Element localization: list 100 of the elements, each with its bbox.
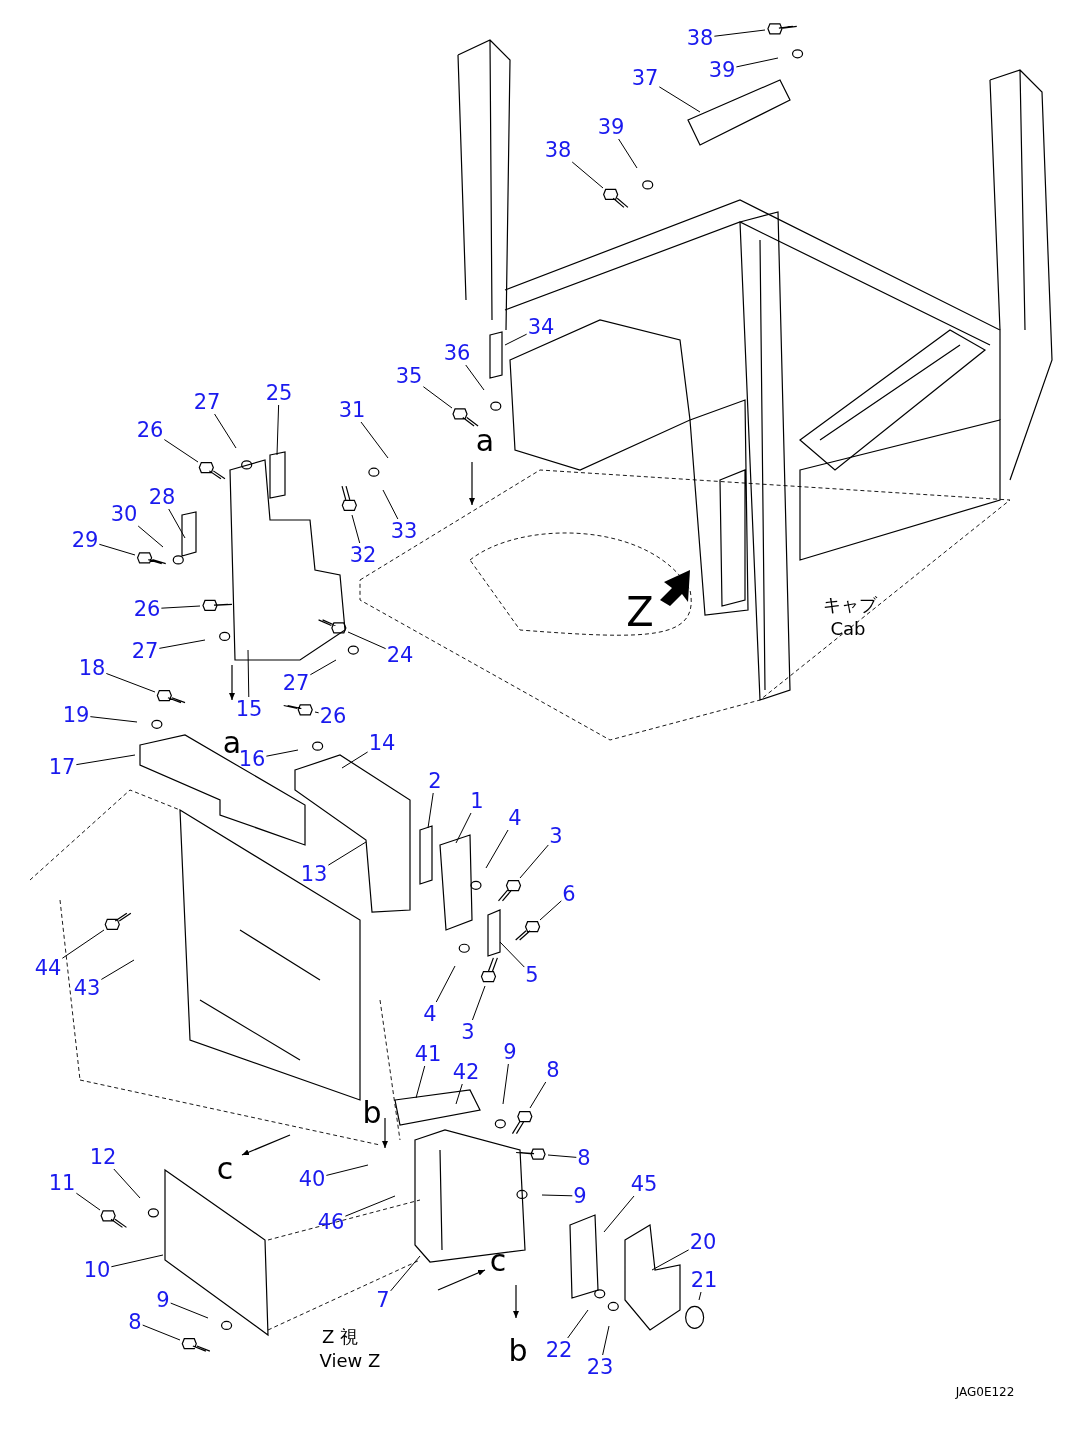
callout-number: 3 xyxy=(461,1021,475,1043)
leader-line xyxy=(75,1192,101,1211)
leader-line xyxy=(567,1309,589,1339)
cab-label: Cab xyxy=(830,617,866,639)
leader-line xyxy=(158,639,206,649)
callout-number: 9 xyxy=(156,1289,170,1311)
leader-line xyxy=(658,86,701,113)
callout-number: 44 xyxy=(34,957,62,979)
leader-line xyxy=(314,711,320,714)
callout-number: 26 xyxy=(133,598,161,620)
callout-number: 4 xyxy=(508,807,522,829)
callout-number: 29 xyxy=(71,529,99,551)
view-letter: b xyxy=(362,1094,382,1130)
callout-number: 28 xyxy=(148,486,176,508)
callout-number: 8 xyxy=(128,1311,142,1333)
leader-line xyxy=(415,1065,426,1099)
callout-number: 33 xyxy=(390,520,418,542)
callout-number: 39 xyxy=(597,116,625,138)
leader-line xyxy=(502,1063,509,1105)
callout-number: 23 xyxy=(586,1356,614,1378)
callout-number: 37 xyxy=(631,67,659,89)
leader-line xyxy=(105,672,156,693)
view-letter: Z xyxy=(626,589,654,635)
leader-line xyxy=(422,386,453,409)
callout-number: 10 xyxy=(83,1259,111,1281)
callout-number: 19 xyxy=(62,704,90,726)
callout-number: 14 xyxy=(368,732,396,754)
callout-number: 13 xyxy=(300,863,328,885)
callout-number: 31 xyxy=(338,399,366,421)
view-letter: c xyxy=(489,1242,507,1278)
leader-line xyxy=(427,792,434,829)
leader-line xyxy=(529,1081,547,1109)
leader-line xyxy=(214,413,237,449)
leader-line xyxy=(547,1154,577,1158)
leader-line xyxy=(309,659,337,676)
leader-line xyxy=(713,29,766,37)
leader-line xyxy=(160,605,201,609)
leader-line xyxy=(344,1195,396,1217)
leader-line xyxy=(539,900,562,921)
callout-number: 1 xyxy=(470,790,484,812)
leader-line xyxy=(390,1255,421,1292)
callout-number: 25 xyxy=(265,382,293,404)
leader-line xyxy=(519,844,549,879)
cab-label: キャブ xyxy=(823,593,877,617)
leader-line xyxy=(602,1325,610,1356)
callout-number: 41 xyxy=(414,1043,442,1065)
leader-line xyxy=(137,525,164,548)
leader-line xyxy=(735,57,779,68)
callout-number: 27 xyxy=(131,640,159,662)
callout-number: 34 xyxy=(527,316,555,338)
callout-number: 26 xyxy=(319,705,347,727)
leader-line xyxy=(168,508,186,539)
callout-number: 6 xyxy=(562,883,576,905)
callout-number: 17 xyxy=(48,756,76,778)
callout-number: 38 xyxy=(544,139,572,161)
leader-line xyxy=(382,489,399,520)
leader-line xyxy=(618,138,638,169)
leader-line xyxy=(541,1194,573,1197)
callout-number: 32 xyxy=(349,544,377,566)
callout-number: 20 xyxy=(689,1231,717,1253)
leader-line xyxy=(113,1168,141,1199)
leader-line xyxy=(75,754,136,766)
leader-line xyxy=(471,985,486,1021)
callout-number: 18 xyxy=(78,657,106,679)
leader-line xyxy=(455,812,472,844)
callout-number: 7 xyxy=(376,1289,390,1311)
leader-line xyxy=(325,1164,369,1176)
leader-line xyxy=(327,841,367,866)
callout-number: 9 xyxy=(503,1041,517,1063)
callout-number: 15 xyxy=(235,698,263,720)
leader-line xyxy=(170,1302,209,1319)
leader-line xyxy=(98,543,136,556)
leader-line xyxy=(341,751,369,769)
leader-line xyxy=(571,161,604,189)
leader-line xyxy=(651,1249,690,1271)
callout-number: 3 xyxy=(549,825,563,847)
leader-line xyxy=(499,941,525,968)
callout-number: 36 xyxy=(443,342,471,364)
leader-line xyxy=(61,929,105,959)
callout-number: 38 xyxy=(686,27,714,49)
view-letter: c xyxy=(216,1150,234,1186)
callout-number: 22 xyxy=(545,1339,573,1361)
leader-line xyxy=(698,1291,702,1301)
callout-number: 5 xyxy=(525,964,539,986)
view-letter: a xyxy=(475,422,495,458)
callout-number: 9 xyxy=(573,1185,587,1207)
callout-number: 45 xyxy=(630,1173,658,1195)
callout-number: 21 xyxy=(690,1269,718,1291)
callout-number: 24 xyxy=(386,644,414,666)
leader-line xyxy=(603,1195,635,1233)
leader-line xyxy=(163,439,199,463)
leader-line xyxy=(351,514,361,544)
leader-line xyxy=(265,749,299,757)
callout-number: 4 xyxy=(423,1003,437,1025)
leader-line xyxy=(247,649,250,698)
callout-number: 27 xyxy=(193,391,221,413)
leader-line xyxy=(485,829,509,869)
leader-line xyxy=(465,364,485,391)
leader-line xyxy=(347,631,387,650)
leader-line xyxy=(360,421,389,459)
